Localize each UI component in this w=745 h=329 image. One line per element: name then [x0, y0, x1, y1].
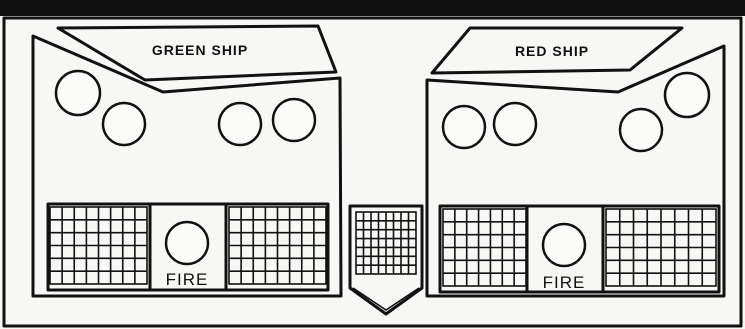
- red-ship-title: RED SHIP: [515, 43, 589, 59]
- outer-frame: [2, 16, 743, 328]
- green-panel-outline: [31, 34, 343, 298]
- green-round-button-1[interactable]: [54, 69, 102, 117]
- red-round-button-2[interactable]: [492, 101, 538, 147]
- red-round-button-4[interactable]: [663, 71, 711, 119]
- red-fire-button[interactable]: [541, 222, 587, 268]
- green-targeting-grid-left[interactable]: [49, 206, 148, 285]
- green-round-button-3[interactable]: [217, 101, 263, 147]
- center-scanner: [348, 204, 424, 316]
- red-fire-box: [525, 204, 605, 294]
- red-round-button-1[interactable]: [441, 104, 487, 150]
- red-ship-title-plate: [430, 26, 684, 75]
- top-black-band: [0, 0, 745, 16]
- center-scanner-grid: [355, 211, 417, 275]
- red-ship-panel: RED SHIP FIRE: [425, 26, 726, 298]
- red-panel-outline: [425, 44, 726, 298]
- green-ship-title: GREEN SHIP: [152, 42, 248, 58]
- red-round-button-3[interactable]: [618, 107, 664, 153]
- center-scanner-pointer: [352, 287, 420, 311]
- red-targeting-grid-left[interactable]: [442, 208, 527, 287]
- red-targeting-grid-right[interactable]: [605, 208, 717, 287]
- green-targeting-grid-right[interactable]: [228, 206, 327, 285]
- green-fire-box: [148, 202, 228, 292]
- green-round-button-4[interactable]: [271, 97, 317, 143]
- green-ship-title-plate: [56, 24, 338, 82]
- center-scanner-outline: [348, 204, 424, 316]
- red-fire-label: FIRE: [543, 273, 586, 292]
- green-fire-button[interactable]: [164, 220, 210, 266]
- green-ship-panel: GREEN SHIP FIRE: [31, 24, 343, 298]
- green-fire-label: FIRE: [166, 270, 209, 289]
- green-round-button-2[interactable]: [101, 101, 147, 147]
